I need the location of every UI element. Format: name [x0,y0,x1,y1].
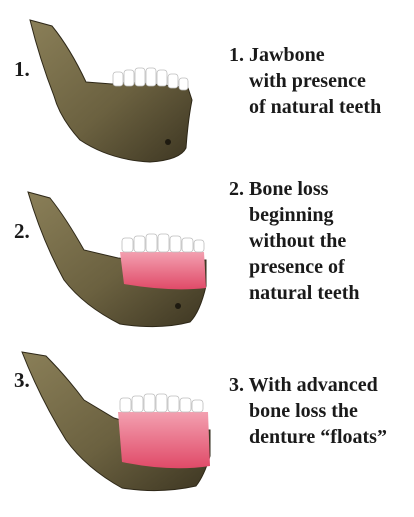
caption-line: of natural teeth [229,94,381,120]
caption-line: with presence [229,68,381,94]
jaw-stage-3 [22,352,210,491]
stage-3-caption: 3. With advanced bone loss the denture “… [229,372,387,450]
gum-3 [118,412,210,468]
caption-line: 2. Bone loss [229,176,360,202]
mental-foramen-2 [175,303,181,309]
stage-1-number: 1. [14,57,30,82]
caption-line: beginning [229,202,360,228]
caption-line: without the [229,228,360,254]
stage-3-number: 3. [14,368,30,393]
caption-line: denture “floats” [229,424,387,450]
caption-line: natural teeth [229,280,360,306]
stage-2-caption: 2. Bone loss beginning without the prese… [229,176,360,306]
stage-1-caption: 1. Jawbone with presence of natural teet… [229,42,381,120]
stage-2-number: 2. [14,219,30,244]
mental-foramen-1 [165,139,171,145]
caption-line: 1. Jawbone [229,42,381,68]
denture-teeth-2 [122,234,204,252]
caption-line: 3. With advanced [229,372,387,398]
denture-teeth-3 [120,394,203,412]
caption-line: presence of [229,254,360,280]
gum-2 [120,252,206,289]
jaw-stage-1 [30,20,192,162]
caption-line: bone loss the [229,398,387,424]
jaw-stage-2 [28,192,206,327]
